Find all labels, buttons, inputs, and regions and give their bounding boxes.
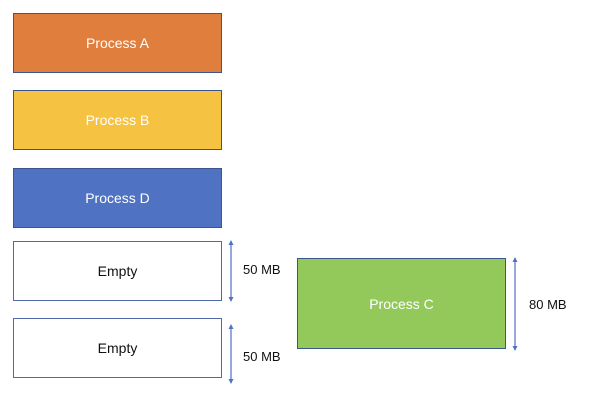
process-b-label: Process B: [85, 112, 150, 128]
process-c-size-arrow: [512, 257, 518, 351]
empty-block-1: Empty: [13, 241, 222, 301]
empty-1-size-arrow: [228, 240, 234, 302]
empty-block-2: Empty: [13, 318, 222, 378]
process-d-block: Process D: [13, 168, 222, 228]
process-d-label: Process D: [85, 190, 150, 206]
process-a-block: Process A: [13, 13, 222, 73]
empty-2-size-arrow: [228, 324, 234, 384]
empty-block-1-label: Empty: [97, 263, 138, 279]
empty-1-size-label: 50 MB: [243, 262, 281, 277]
empty-2-size-label: 50 MB: [243, 349, 281, 364]
process-c-size-label: 80 MB: [529, 297, 567, 312]
process-c-label: Process C: [369, 295, 434, 312]
process-c-block: Process C: [297, 258, 506, 349]
process-a-label: Process A: [85, 35, 150, 51]
process-b-block: Process B: [13, 90, 222, 150]
empty-block-2-label: Empty: [97, 340, 138, 356]
